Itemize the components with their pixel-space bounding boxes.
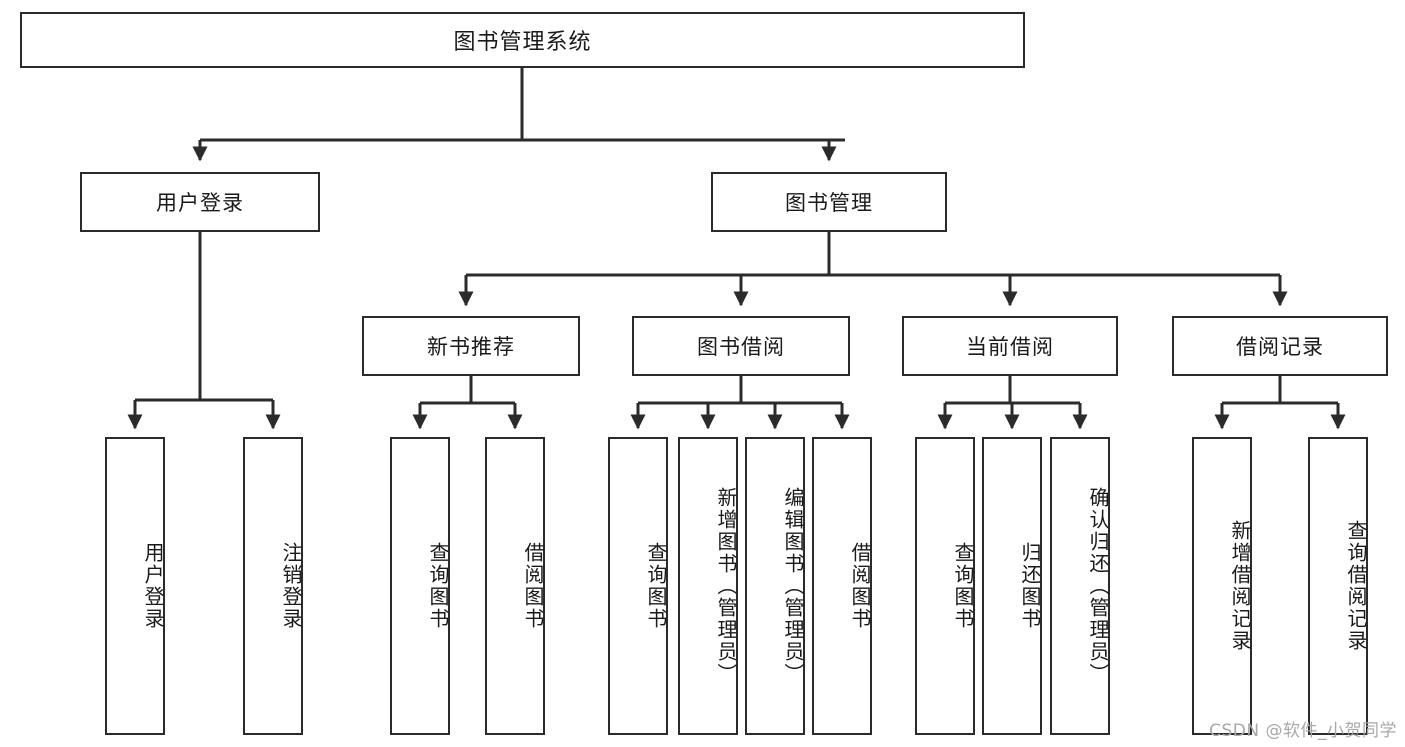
node-label: 图书管理 (785, 191, 873, 215)
node-new-book-recommendation[interactable]: 新书推荐 (362, 316, 580, 376)
node-label: 图书管理系统 (453, 30, 592, 55)
node-borrowing-records[interactable]: 借阅记录 (1172, 316, 1388, 376)
leaf-logout[interactable]: 注销登录 (243, 437, 303, 735)
node-label: 查询图书 (644, 542, 668, 630)
node-current-borrowing[interactable]: 当前借阅 (902, 316, 1118, 376)
leaf-query-book-current[interactable]: 查询图书 (915, 437, 975, 735)
node-root-book-management-system[interactable]: 图书管理系统 (20, 12, 1025, 68)
node-label: 编辑图书（管理员） (781, 487, 805, 685)
node-label: 借阅图书 (521, 542, 545, 630)
leaf-borrow-book[interactable]: 借阅图书 (812, 437, 872, 735)
leaf-return-book[interactable]: 归还图书 (982, 437, 1042, 735)
node-label: 归还图书 (1018, 542, 1042, 630)
leaf-query-book-borrow[interactable]: 查询图书 (608, 437, 668, 735)
node-label: 当前借阅 (966, 335, 1054, 359)
node-label: 用户登录 (141, 542, 165, 630)
leaf-query-book-new-book-rec[interactable]: 查询图书 (390, 437, 450, 735)
node-label: 注销登录 (279, 542, 303, 630)
node-label: 查询图书 (426, 542, 450, 630)
leaf-add-borrow-record[interactable]: 新增借阅记录 (1192, 437, 1252, 735)
node-label: 用户登录 (156, 191, 244, 215)
node-book-borrowing[interactable]: 图书借阅 (632, 316, 850, 376)
leaf-borrow-book-new-book-rec[interactable]: 借阅图书 (485, 437, 545, 735)
node-label: 图书借阅 (697, 335, 785, 359)
node-label: 借阅记录 (1236, 335, 1324, 359)
leaf-user-login[interactable]: 用户登录 (105, 437, 165, 735)
node-label: 查询图书 (951, 542, 975, 630)
node-label: 借阅图书 (848, 542, 872, 630)
node-label: 查询借阅记录 (1344, 520, 1368, 652)
leaf-edit-book-admin[interactable]: 编辑图书（管理员） (745, 437, 805, 735)
node-label: 确认归还（管理员） (1086, 487, 1110, 685)
node-user-login[interactable]: 用户登录 (80, 172, 320, 232)
node-book-management[interactable]: 图书管理 (711, 172, 947, 232)
node-label: 新书推荐 (427, 335, 515, 359)
csdn-watermark: CSDN @软件_小贺同学 (1209, 721, 1397, 741)
leaf-query-borrow-record[interactable]: 查询借阅记录 (1308, 437, 1368, 735)
leaf-add-book-admin[interactable]: 新增图书（管理员） (678, 437, 738, 735)
node-label: 新增图书（管理员） (714, 487, 738, 685)
leaf-confirm-return-admin[interactable]: 确认归还（管理员） (1050, 437, 1110, 735)
node-label: 新增借阅记录 (1228, 520, 1252, 652)
